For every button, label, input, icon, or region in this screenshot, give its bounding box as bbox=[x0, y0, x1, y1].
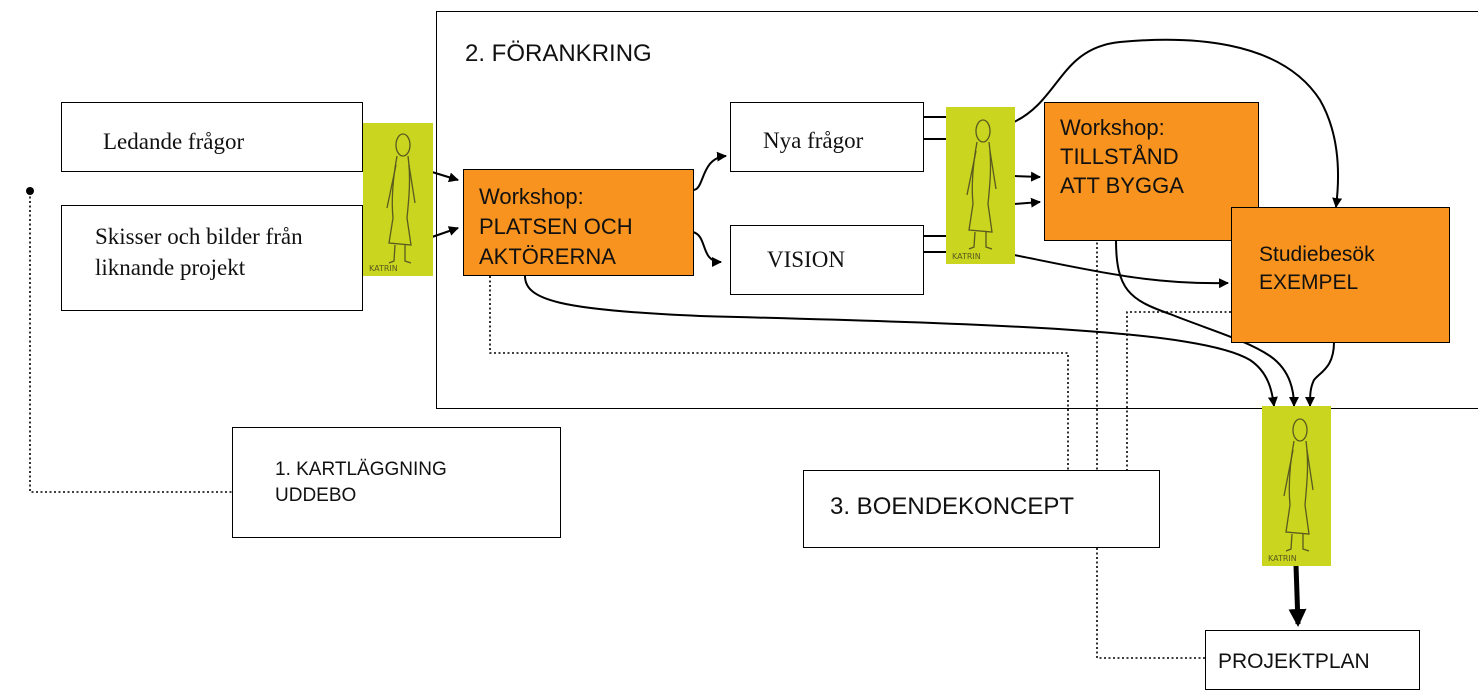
arrow-to-vision bbox=[692, 231, 722, 267]
arrow-to-workshop1-a bbox=[431, 171, 459, 183]
workshop2-label-1: Workshop: bbox=[1060, 115, 1165, 140]
dotted-link-workshop1 bbox=[489, 276, 1069, 470]
start-dot bbox=[26, 187, 34, 195]
dotted-link-studie bbox=[1126, 311, 1231, 470]
dotted-link-projektplan bbox=[1096, 548, 1205, 659]
katrin-figure-2-drawing: KATRIN bbox=[946, 107, 1015, 264]
skisser-label-2: liknande projekt bbox=[95, 255, 246, 280]
ledande-fragor-box: Ledande frågor bbox=[61, 102, 363, 172]
katrin-figure-3-drawing: KATRIN bbox=[1262, 406, 1331, 566]
workshop2-label-3: ATT BYGGA bbox=[1060, 173, 1184, 198]
nya-fragor-box: Nya frågor bbox=[730, 102, 924, 172]
arrow-to-workshop1-b bbox=[431, 226, 459, 238]
vision-box: VISION bbox=[730, 225, 924, 295]
kartlaggning-label-1: 1. KARTLÄGGNING bbox=[275, 459, 447, 480]
skisser-label-1: Skisser och bilder från bbox=[95, 224, 303, 249]
arrow-to-studie-top bbox=[1013, 38, 1343, 208]
katrin-figure-3: KATRIN bbox=[1262, 406, 1331, 566]
arrow-workshop2-to-projektplan bbox=[1115, 239, 1299, 407]
kartlaggning-box: 1. KARTLÄGGNING UDDEBO bbox=[232, 427, 561, 538]
katrin-figure-1-drawing: KATRIN bbox=[363, 123, 433, 276]
arrow-studie-to-projektplan bbox=[1305, 341, 1335, 407]
workshop-platsen-box: Workshop: PLATSEN OCH AKTÖRERNA bbox=[463, 169, 694, 276]
studiebesok-label-1: Studiebesök bbox=[1259, 243, 1375, 266]
forankring-frame bbox=[436, 11, 1478, 409]
skisser-box: Skisser och bilder från liknande projekt bbox=[61, 205, 363, 311]
workshop2-label-2: TILLSTÅND bbox=[1060, 144, 1179, 169]
arrow-figure-to-projektplan bbox=[1288, 564, 1307, 627]
katrin-caption-1: KATRIN bbox=[369, 264, 398, 273]
katrin-caption-3: KATRIN bbox=[1268, 554, 1297, 563]
boendekoncept-label: 3. BOENDEKONCEPT bbox=[830, 493, 1075, 520]
katrin-figure-2: KATRIN bbox=[946, 107, 1015, 264]
nya-fragor-label: Nya frågor bbox=[763, 128, 864, 153]
section-title: 2. FÖRANKRING bbox=[465, 40, 652, 67]
workshop1-label-2: PLATSEN OCH bbox=[479, 214, 633, 239]
boendekoncept-box: 3. BOENDEKONCEPT bbox=[803, 470, 1160, 548]
dotted-link-kartlaggning bbox=[29, 192, 232, 493]
workshop-tillstand-box: Workshop: TILLSTÅND ATT BYGGA bbox=[1044, 102, 1259, 241]
studiebesok-box: Studiebesök EXEMPEL bbox=[1231, 207, 1450, 343]
vision-label: VISION bbox=[767, 247, 845, 272]
katrin-caption-2: KATRIN bbox=[952, 252, 981, 261]
workshop1-label-3: AKTÖRERNA bbox=[479, 244, 616, 269]
studiebesok-label-2: EXEMPEL bbox=[1259, 271, 1359, 294]
projektplan-label: PROJEKTPLAN bbox=[1218, 650, 1370, 673]
arrow-to-nya bbox=[692, 151, 727, 191]
arrow-workshop1-to-projektplan bbox=[524, 275, 1278, 407]
projektplan-box: PROJEKTPLAN bbox=[1205, 630, 1420, 690]
kartlaggning-label-2: UDDEBO bbox=[275, 485, 357, 506]
katrin-figure-1: KATRIN bbox=[363, 123, 433, 276]
arrow-to-workshop2-b bbox=[1013, 197, 1041, 208]
workshop1-label-1: Workshop: bbox=[479, 184, 584, 209]
ledande-fragor-label: Ledande frågor bbox=[103, 129, 245, 154]
arrow-to-workshop2-a bbox=[1013, 171, 1041, 182]
